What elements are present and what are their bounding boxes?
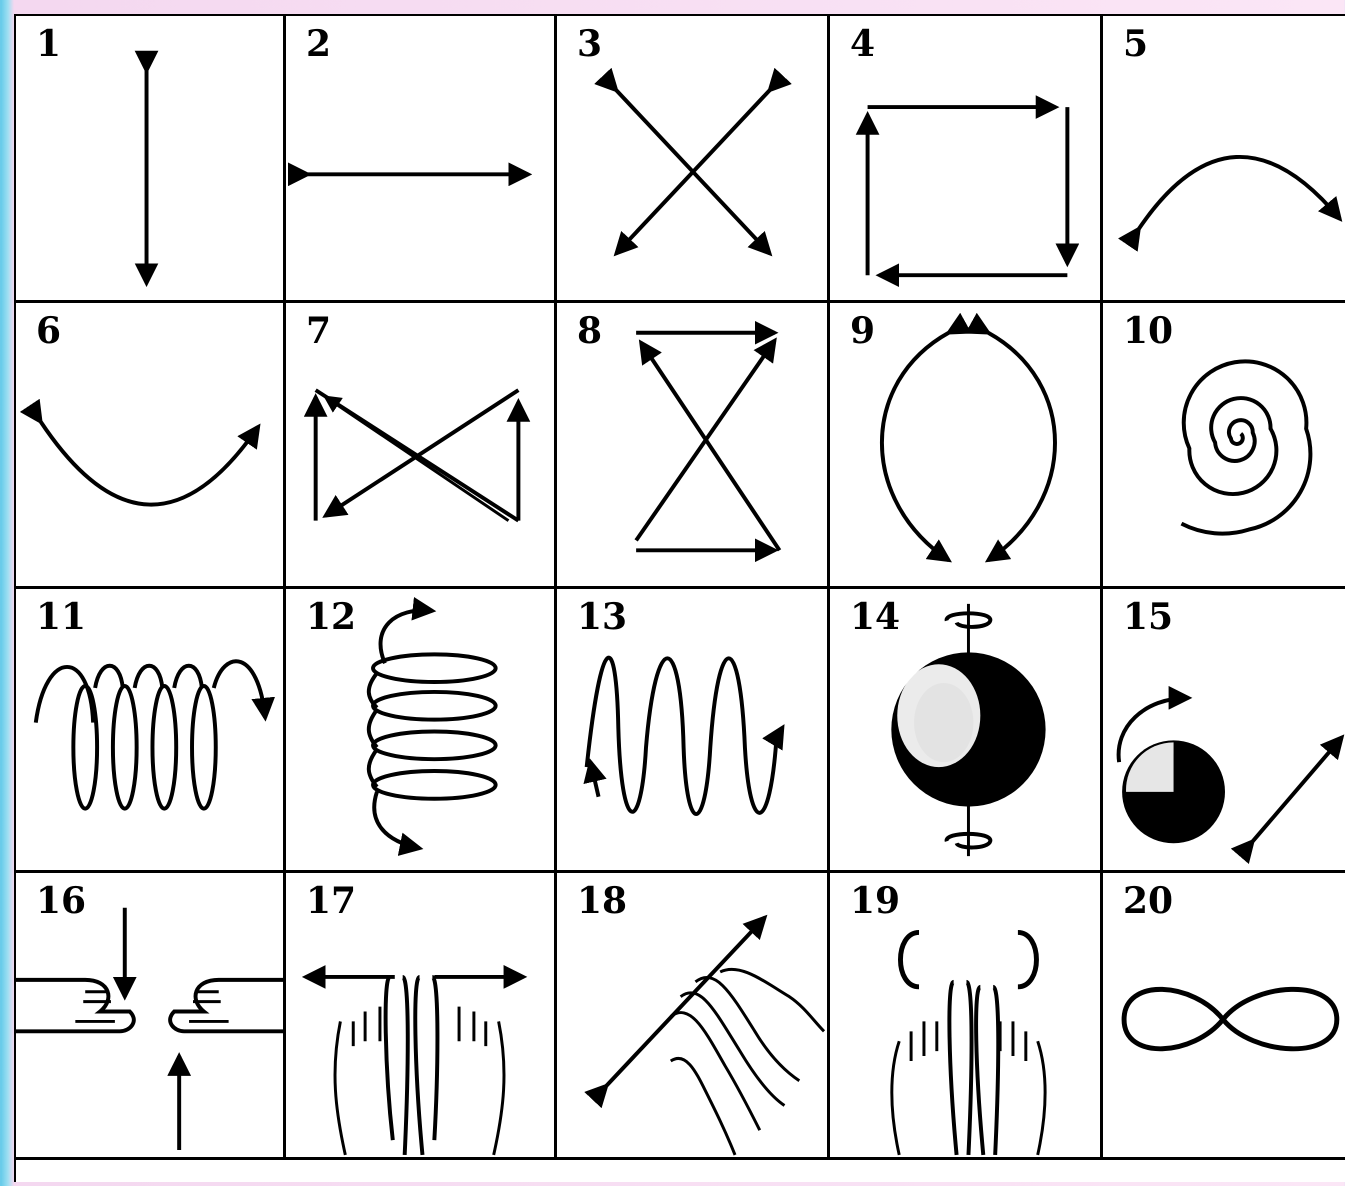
diagonal-fingers-icon [557, 873, 827, 1157]
exercise-grid: 1 2 3 4 [16, 16, 1345, 1160]
rotating-eyeball-icon [830, 589, 1100, 870]
horizontal-double-arrow-icon [286, 16, 554, 300]
cell-4: 4 [830, 16, 1103, 303]
cell-13: 13 [557, 589, 830, 873]
cell-9: 9 [830, 303, 1103, 589]
cell-19: 19 [830, 873, 1103, 1160]
hourglass-arrows-icon [557, 303, 827, 586]
cell-20: 20 [1103, 873, 1345, 1160]
spreading-fingers-icon [286, 873, 554, 1157]
bottom-margin [16, 1160, 1345, 1182]
cell-5: 5 [1103, 16, 1345, 303]
cell-8: 8 [557, 303, 830, 589]
diagonal-cross-arrows-icon [557, 16, 827, 300]
infinity-loop-icon [1103, 873, 1345, 1157]
cell-16: 16 [16, 873, 286, 1160]
oval-arc-arrows-icon [830, 303, 1100, 586]
cell-2: 2 [286, 16, 557, 303]
cell-1: 1 [16, 16, 286, 303]
exercise-chart: 1 2 3 4 [14, 14, 1345, 1182]
cell-15: 15 [1103, 589, 1345, 873]
vertical-double-arrow-icon [16, 16, 283, 300]
square-path-arrows-icon [830, 16, 1100, 300]
spiral-icon [1103, 303, 1345, 586]
eyeball-diagonal-arrow-icon [1103, 589, 1345, 870]
cell-12: 12 [286, 589, 557, 873]
cell-17: 17 [286, 873, 557, 1160]
cell-18: 18 [557, 873, 830, 1160]
lower-arc-arrows-icon [16, 303, 283, 586]
circling-fingers-icon [830, 873, 1100, 1157]
wave-zigzag-icon [557, 589, 827, 870]
cell-6: 6 [16, 303, 286, 589]
cell-7: 7 [286, 303, 557, 589]
upper-arc-arrows-icon [1103, 16, 1345, 300]
cell-10: 10 [1103, 303, 1345, 589]
cell-3: 3 [557, 16, 830, 303]
cell-11: 11 [16, 589, 286, 873]
converging-fingers-icon [16, 873, 283, 1157]
vertical-coil-icon [286, 589, 554, 870]
horizontal-coil-icon [16, 589, 283, 870]
cell-14: 14 [830, 589, 1103, 873]
horizontal-bowtie-arrows-icon [286, 303, 554, 586]
